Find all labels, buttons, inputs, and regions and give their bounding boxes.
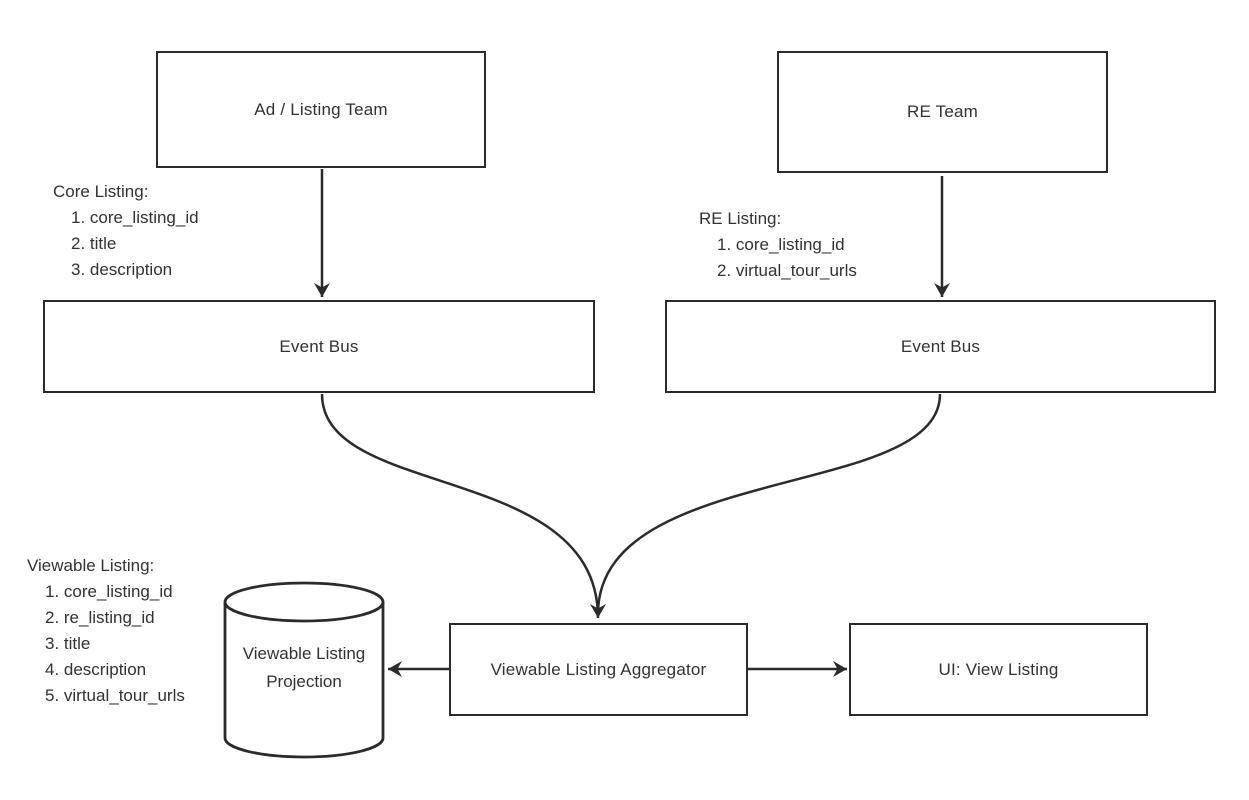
note-viewable-listing-item: 5. virtual_tour_urls: [45, 686, 185, 705]
node-viewable-listing-aggregator-label: Viewable Listing Aggregator: [490, 659, 707, 679]
projection-label-line2: Projection: [266, 672, 342, 691]
note-core-listing: Core Listing: 1. core_listing_id 2. titl…: [53, 179, 199, 283]
note-viewable-listing-item: 1. core_listing_id: [45, 582, 173, 601]
node-event-bus-left: Event Bus: [43, 300, 595, 393]
node-event-bus-left-label: Event Bus: [279, 336, 359, 356]
note-core-listing-item: 1. core_listing_id: [71, 208, 199, 227]
node-ui-view-listing: UI: View Listing: [849, 623, 1148, 716]
node-viewable-listing-aggregator: Viewable Listing Aggregator: [449, 623, 748, 716]
node-viewable-listing-projection-label: Viewable Listing Projection: [225, 640, 383, 696]
note-re-listing-item: 1. core_listing_id: [717, 235, 845, 254]
note-viewable-listing: Viewable Listing: 1. core_listing_id 2. …: [27, 553, 185, 709]
curve-left-event-bus-to-aggregator: [320, 393, 606, 619]
node-ad-listing-team: Ad / Listing Team: [156, 51, 486, 168]
node-ad-listing-team-label: Ad / Listing Team: [254, 99, 388, 119]
note-viewable-listing-item: 2. re_listing_id: [45, 608, 155, 627]
projection-label-line1: Viewable Listing: [242, 644, 366, 663]
note-viewable-listing-item: 4. description: [45, 660, 147, 679]
node-ui-view-listing-label: UI: View Listing: [938, 659, 1059, 679]
database-cylinder: [223, 581, 385, 759]
note-viewable-listing-title: Viewable Listing:: [27, 556, 155, 575]
curve-right-event-bus-to-aggregator: [596, 393, 942, 615]
note-core-listing-item: 2. title: [71, 234, 117, 253]
node-re-team-label: RE Team: [906, 102, 978, 121]
node-event-bus-right-label: Event Bus: [900, 336, 981, 356]
node-re-team: RE Team: [777, 51, 1108, 173]
note-core-listing-title: Core Listing:: [53, 182, 149, 201]
note-re-listing-title: RE Listing:: [699, 209, 782, 228]
note-re-listing-item: 2. virtual_tour_urls: [717, 261, 857, 280]
node-event-bus-right: Event Bus: [665, 300, 1216, 393]
note-re-listing: RE Listing: 1. core_listing_id 2. virtua…: [699, 206, 857, 284]
note-viewable-listing-item: 3. title: [45, 634, 91, 653]
note-core-listing-item: 3. description: [71, 260, 173, 279]
